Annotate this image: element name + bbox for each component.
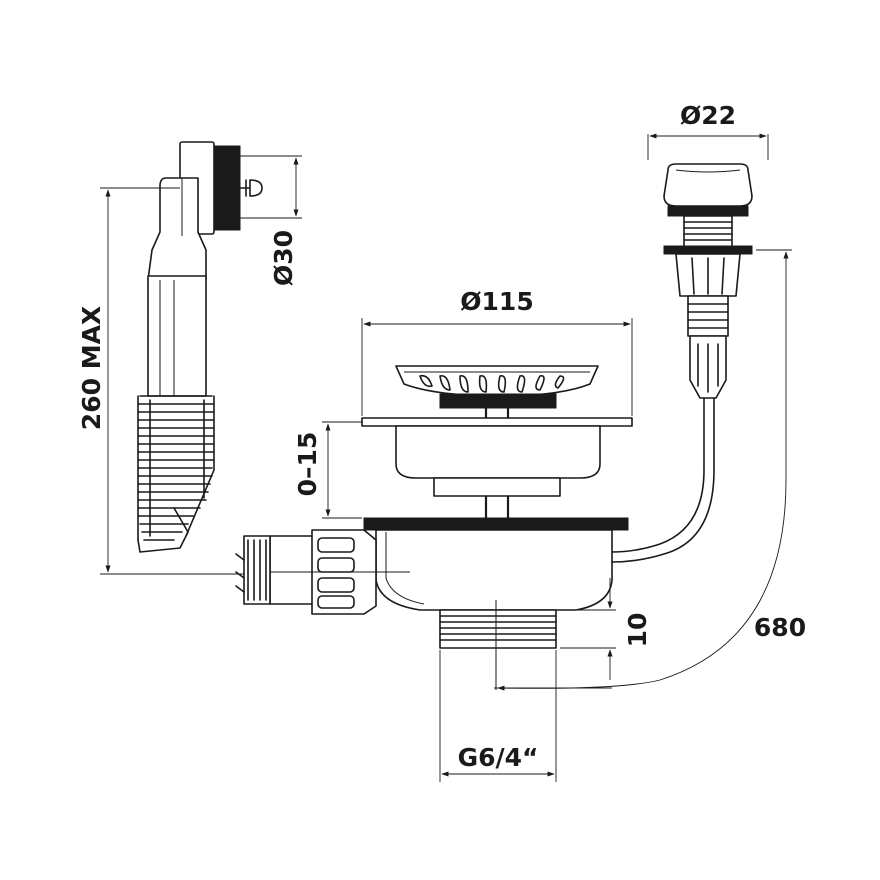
- dim-label-cable-length: 680: [754, 613, 806, 642]
- dim-thread-size: G6/4“: [439, 650, 557, 782]
- sink-bowl: [361, 417, 633, 497]
- push-button-assembly: [663, 163, 753, 399]
- side-outlet: [235, 529, 410, 615]
- drain-body: [363, 517, 629, 690]
- dim-label-overflow-diameter: Ø30: [269, 230, 298, 286]
- dim-cable-length: 680: [494, 249, 806, 691]
- dim-label-adjust-range: 0–15: [293, 432, 322, 497]
- dim-label-button-diameter: Ø22: [680, 101, 736, 130]
- dim-label-260-max: 260 MAX: [77, 306, 106, 430]
- dim-overflow-diameter: Ø30: [238, 155, 302, 286]
- dim-label-thread-height: 10: [623, 613, 652, 648]
- dim-label-thread-size: G6/4“: [458, 743, 539, 772]
- dim-button-diameter: Ø22: [647, 101, 769, 160]
- dim-260-max: 260 MAX: [77, 187, 245, 575]
- corrugated-hose: [137, 395, 215, 553]
- overflow-assembly: [137, 141, 263, 553]
- dim-label-strainer-diameter: Ø115: [460, 287, 533, 316]
- dim-adjust-range: 0–15: [293, 421, 362, 519]
